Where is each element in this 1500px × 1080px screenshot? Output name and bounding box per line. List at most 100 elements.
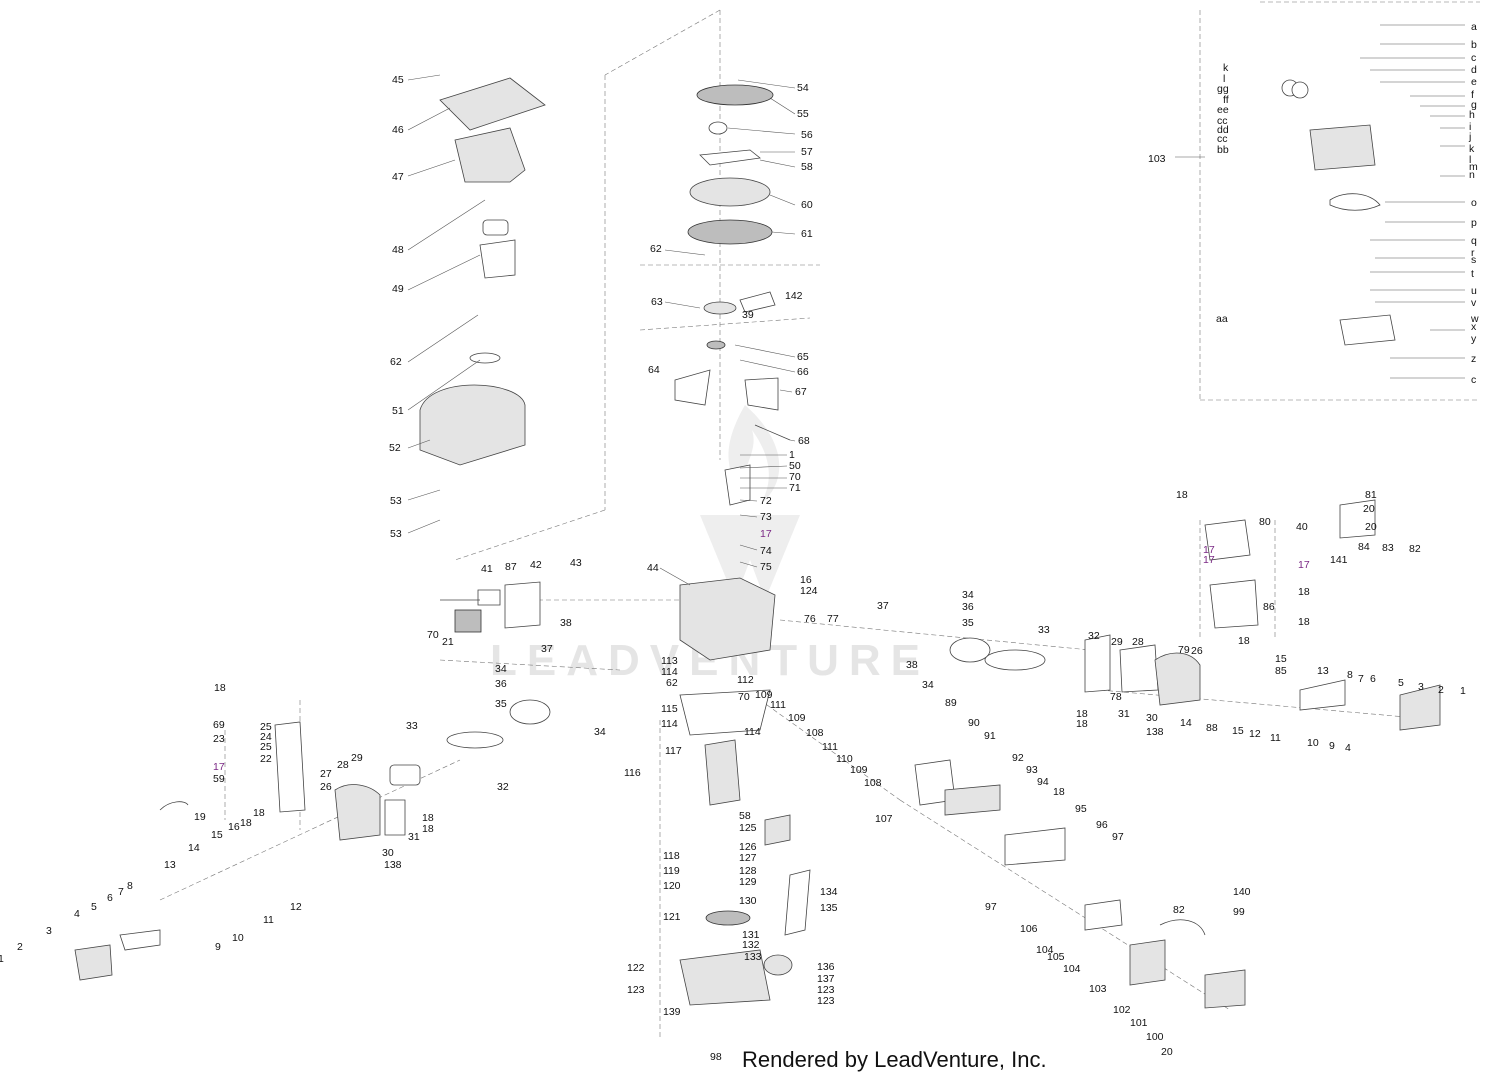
callout-label-left[interactable]: 33 (406, 720, 418, 732)
callout-label-inset[interactable]: cc (1217, 115, 1228, 127)
callout-label-top[interactable]: 114 (661, 666, 678, 678)
callout-label-top[interactable]: 50 (789, 460, 801, 472)
callout-label-top[interactable]: 16 (800, 574, 812, 586)
callout-label-left[interactable]: 30 (382, 847, 394, 859)
callout-label-top[interactable]: 37 (541, 643, 553, 655)
callout-label-left[interactable]: 8 (127, 880, 133, 892)
callout-label-left[interactable]: 32 (497, 781, 509, 793)
callout-label-inset[interactable]: s (1471, 254, 1476, 266)
callout-label-top[interactable]: 62 (650, 243, 662, 255)
callout-label-top[interactable]: 114 (661, 718, 678, 730)
callout-label-right[interactable]: 30 (1146, 712, 1158, 724)
callout-label-top[interactable]: 89 (945, 697, 957, 709)
callout-label-bottom[interactable]: 134 (820, 886, 838, 898)
callout-label-top[interactable]: 93 (1026, 764, 1038, 776)
callout-label-inset[interactable]: x (1471, 321, 1477, 333)
callout-label-bottom[interactable]: 95 (1075, 803, 1087, 815)
callout-label-top[interactable]: 67 (795, 386, 807, 398)
callout-label-inset[interactable]: l (1223, 73, 1225, 85)
callout-label-right[interactable]: 8 (1347, 669, 1353, 681)
callout-label-bottom[interactable]: 123 (817, 995, 835, 1007)
callout-label-left[interactable]: 14 (188, 842, 200, 854)
callout-label-top[interactable]: 42 (530, 559, 542, 571)
callout-label-top[interactable]: 113 (661, 655, 678, 667)
callout-label-top[interactable]: 1 (789, 449, 795, 461)
callout-label-inset[interactable]: j (1468, 131, 1471, 143)
callout-label-top[interactable]: 108 (864, 777, 882, 789)
callout-label-bottom[interactable]: 127 (739, 852, 757, 864)
callout-label-left[interactable]: 34 (594, 726, 606, 738)
callout-label-right[interactable]: 88 (1206, 722, 1218, 734)
callout-label-left[interactable]: 36 (495, 678, 507, 690)
callout-label-left[interactable]: 18 (214, 682, 226, 694)
callout-label-right[interactable]: 141 (1330, 554, 1348, 566)
callout-label-right[interactable]: 18 (1076, 718, 1088, 730)
callout-label-inset[interactable]: h (1469, 109, 1475, 121)
callout-label-left[interactable]: 5 (91, 901, 97, 913)
callout-label-left[interactable]: 16 (228, 821, 240, 833)
callout-label-bottom[interactable]: 118 (663, 850, 680, 862)
callout-label-right[interactable]: 138 (1146, 726, 1164, 738)
callout-label-bottom[interactable]: 123 (627, 984, 645, 996)
callout-label-top[interactable]: 18 (1053, 786, 1065, 798)
callout-label-top[interactable]: 34 (962, 589, 974, 601)
callout-label-top[interactable]: 39 (742, 309, 754, 321)
callout-label-top[interactable]: 48 (392, 244, 404, 256)
callout-label-left[interactable]: 3 (46, 925, 52, 937)
callout-label-bottom[interactable]: 99 (1233, 906, 1245, 918)
callout-label-bottom[interactable]: 58 (739, 810, 751, 822)
callout-label-top[interactable]: 38 (906, 659, 918, 671)
callout-label-inset[interactable]: c (1471, 52, 1476, 64)
callout-label-top[interactable]: 41 (481, 563, 493, 575)
callout-label-top[interactable]: 37 (877, 600, 889, 612)
callout-label-inset[interactable]: f (1471, 89, 1474, 101)
callout-label-inset[interactable]: dd (1217, 124, 1229, 136)
callout-label-right[interactable]: 15 (1232, 725, 1244, 737)
callout-label-top[interactable]: 109 (850, 764, 868, 776)
callout-label-right[interactable]: 3 (1418, 681, 1424, 693)
callout-label-right[interactable]: 18 (1176, 489, 1188, 501)
callout-label-right[interactable]: 2 (1438, 684, 1444, 696)
callout-label-left[interactable]: 9 (215, 941, 221, 953)
callout-label-top[interactable]: 43 (570, 557, 582, 569)
callout-label-top[interactable]: 53 (390, 495, 402, 507)
callout-label-bottom[interactable]: 130 (739, 895, 757, 907)
callout-label-bottom[interactable]: 100 (1146, 1031, 1164, 1043)
callout-label-bottom[interactable]: 104 (1063, 963, 1081, 975)
callout-label-bottom[interactable]: 126 (739, 841, 757, 853)
callout-label-inset[interactable]: p (1471, 217, 1477, 229)
callout-label-top[interactable]: 63 (651, 296, 663, 308)
callout-label-left[interactable]: 19 (194, 811, 206, 823)
callout-label-inset[interactable]: k (1469, 143, 1475, 155)
callout-label-bottom[interactable]: 128 (739, 865, 757, 877)
callout-label-top[interactable]: 33 (1038, 624, 1050, 636)
callout-label-top[interactable]: 35 (962, 617, 974, 629)
callout-label-left[interactable]: 28 (337, 759, 349, 771)
callout-label-inset[interactable]: l (1469, 154, 1471, 166)
callout-label-bottom[interactable]: 131 (742, 929, 760, 941)
callout-label-inset[interactable]: aa (1216, 313, 1228, 325)
callout-label-right[interactable]: 18 (1298, 586, 1310, 598)
callout-label-top[interactable]: 72 (760, 495, 772, 507)
callout-label-left[interactable]: 13 (164, 859, 176, 871)
callout-label-inset[interactable]: ff (1223, 94, 1229, 106)
callout-label-top[interactable]: 54 (797, 82, 809, 94)
callout-label-top[interactable]: 46 (392, 124, 404, 136)
callout-label-inset[interactable]: v (1471, 297, 1477, 309)
callout-label-inset[interactable]: m (1469, 161, 1478, 173)
callout-label-left[interactable]: 59 (213, 773, 225, 785)
callout-label-top[interactable]: 87 (505, 561, 517, 573)
callout-label-top[interactable]: 142 (785, 290, 803, 302)
callout-label-inset[interactable]: b (1471, 39, 1477, 51)
callout-label-top[interactable]: 74 (760, 545, 772, 557)
callout-label-bottom[interactable]: 136 (817, 961, 835, 973)
callout-label-top[interactable]: 45 (392, 74, 404, 86)
callout-label-right[interactable]: 17 (1203, 544, 1215, 556)
callout-label-inset[interactable]: y (1471, 333, 1477, 345)
callout-label-right[interactable]: 15 (1275, 653, 1287, 665)
callout-label-top[interactable]: 73 (760, 511, 772, 523)
callout-label-top[interactable]: 112 (737, 674, 754, 686)
callout-label-bottom[interactable]: 82 (1173, 904, 1185, 916)
callout-label-inset[interactable]: w (1470, 313, 1479, 325)
callout-label-top[interactable]: 107 (875, 813, 893, 825)
